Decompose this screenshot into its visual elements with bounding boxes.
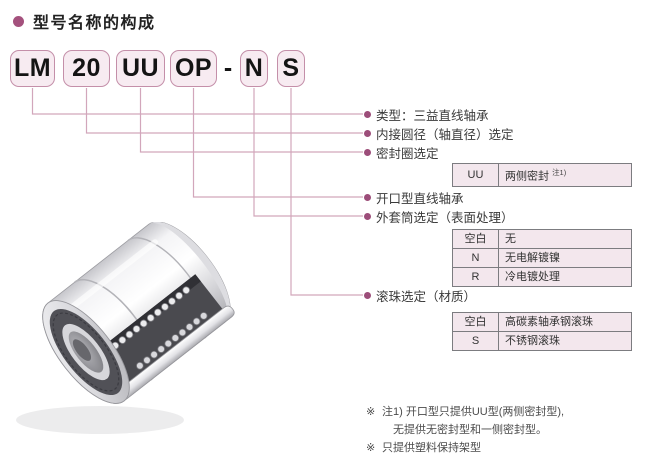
callout-ball-material: 滚珠选定（材质） xyxy=(364,285,476,305)
page-title-text: 型号名称的构成 xyxy=(33,15,156,32)
option-desc: 不锈钢滚珠 xyxy=(498,331,632,351)
callout-bullet-icon xyxy=(364,129,371,137)
footnote-line: ※ 只提供塑料保持架型 xyxy=(366,439,481,455)
table-row: 空白 无 xyxy=(452,229,632,249)
model-segment-open-type: OP xyxy=(170,50,217,87)
table-row: 空白 高碳素轴承钢滚珠 xyxy=(452,312,632,332)
option-code: 空白 xyxy=(452,312,499,332)
option-code: N xyxy=(452,248,499,268)
footnote-line: 无提供无密封型和一侧密封型。 xyxy=(366,421,547,437)
option-code: UU xyxy=(452,163,499,187)
model-segment-separator: - xyxy=(223,54,233,82)
callout-bullet-icon xyxy=(364,193,371,201)
option-desc: 冷电镀处理 xyxy=(498,267,632,287)
open-type-linear-bearing-photo xyxy=(16,222,235,434)
model-segment-seal: UU xyxy=(116,50,165,87)
option-desc: 无 xyxy=(498,229,632,249)
callout-bullet-icon xyxy=(364,212,371,220)
footnote-marker: ※ xyxy=(366,442,376,454)
model-segment-ball: S xyxy=(277,50,305,87)
table-row: S 不锈钢滚珠 xyxy=(452,331,632,351)
page-title: 型号名称的构成 xyxy=(13,9,156,33)
option-desc: 无电解镀镍 xyxy=(498,248,632,268)
model-segment-bore: 20 xyxy=(63,50,110,87)
footnote-line: ※ 注1) 开口型只提供UU型(两侧密封型), xyxy=(366,403,564,419)
ball-material-table: 空白 高碳素轴承钢滚珠 S 不锈钢滚珠 xyxy=(452,312,632,351)
option-code: 空白 xyxy=(452,229,499,249)
option-desc: 两侧密封 注1) xyxy=(498,163,632,187)
model-segment-type: LM xyxy=(10,50,55,87)
callout-type: 类型：三益直线轴承 xyxy=(364,104,489,124)
model-segment-surface: N xyxy=(240,50,268,87)
footnote-text: 无提供无密封型和一侧密封型。 xyxy=(393,424,547,436)
callout-open-type: 开口型直线轴承 xyxy=(364,187,464,207)
footnote-marker: ※ xyxy=(366,406,376,418)
table-row: UU 两侧密封 注1) xyxy=(452,163,632,187)
surface-treatment-table: 空白 无 N 无电解镀镍 R 冷电镀处理 xyxy=(452,229,632,287)
option-code: S xyxy=(452,331,499,351)
callout-bullet-icon xyxy=(364,110,371,118)
note-reference: 注1) xyxy=(552,168,567,177)
table-row: R 冷电镀处理 xyxy=(452,267,632,287)
table-row: N 无电解镀镍 xyxy=(452,248,632,268)
footnote-text: 注1) 开口型只提供UU型(两侧密封型), xyxy=(382,406,565,418)
option-code: R xyxy=(452,267,499,287)
option-desc: 高碳素轴承钢滚珠 xyxy=(498,312,632,332)
title-bullet-icon xyxy=(13,15,24,27)
seal-option-table: UU 两侧密封 注1) xyxy=(452,163,632,187)
callout-bullet-icon xyxy=(364,291,371,299)
callout-bullet-icon xyxy=(364,148,371,156)
callout-seal-selection: 密封圈选定 xyxy=(364,142,439,162)
callout-bore-diameter: 内接圆径（轴直径）选定 xyxy=(364,123,514,143)
footnote-text: 只提供塑料保持架型 xyxy=(382,442,481,454)
callout-outer-sleeve: 外套筒选定（表面处理） xyxy=(364,206,514,226)
